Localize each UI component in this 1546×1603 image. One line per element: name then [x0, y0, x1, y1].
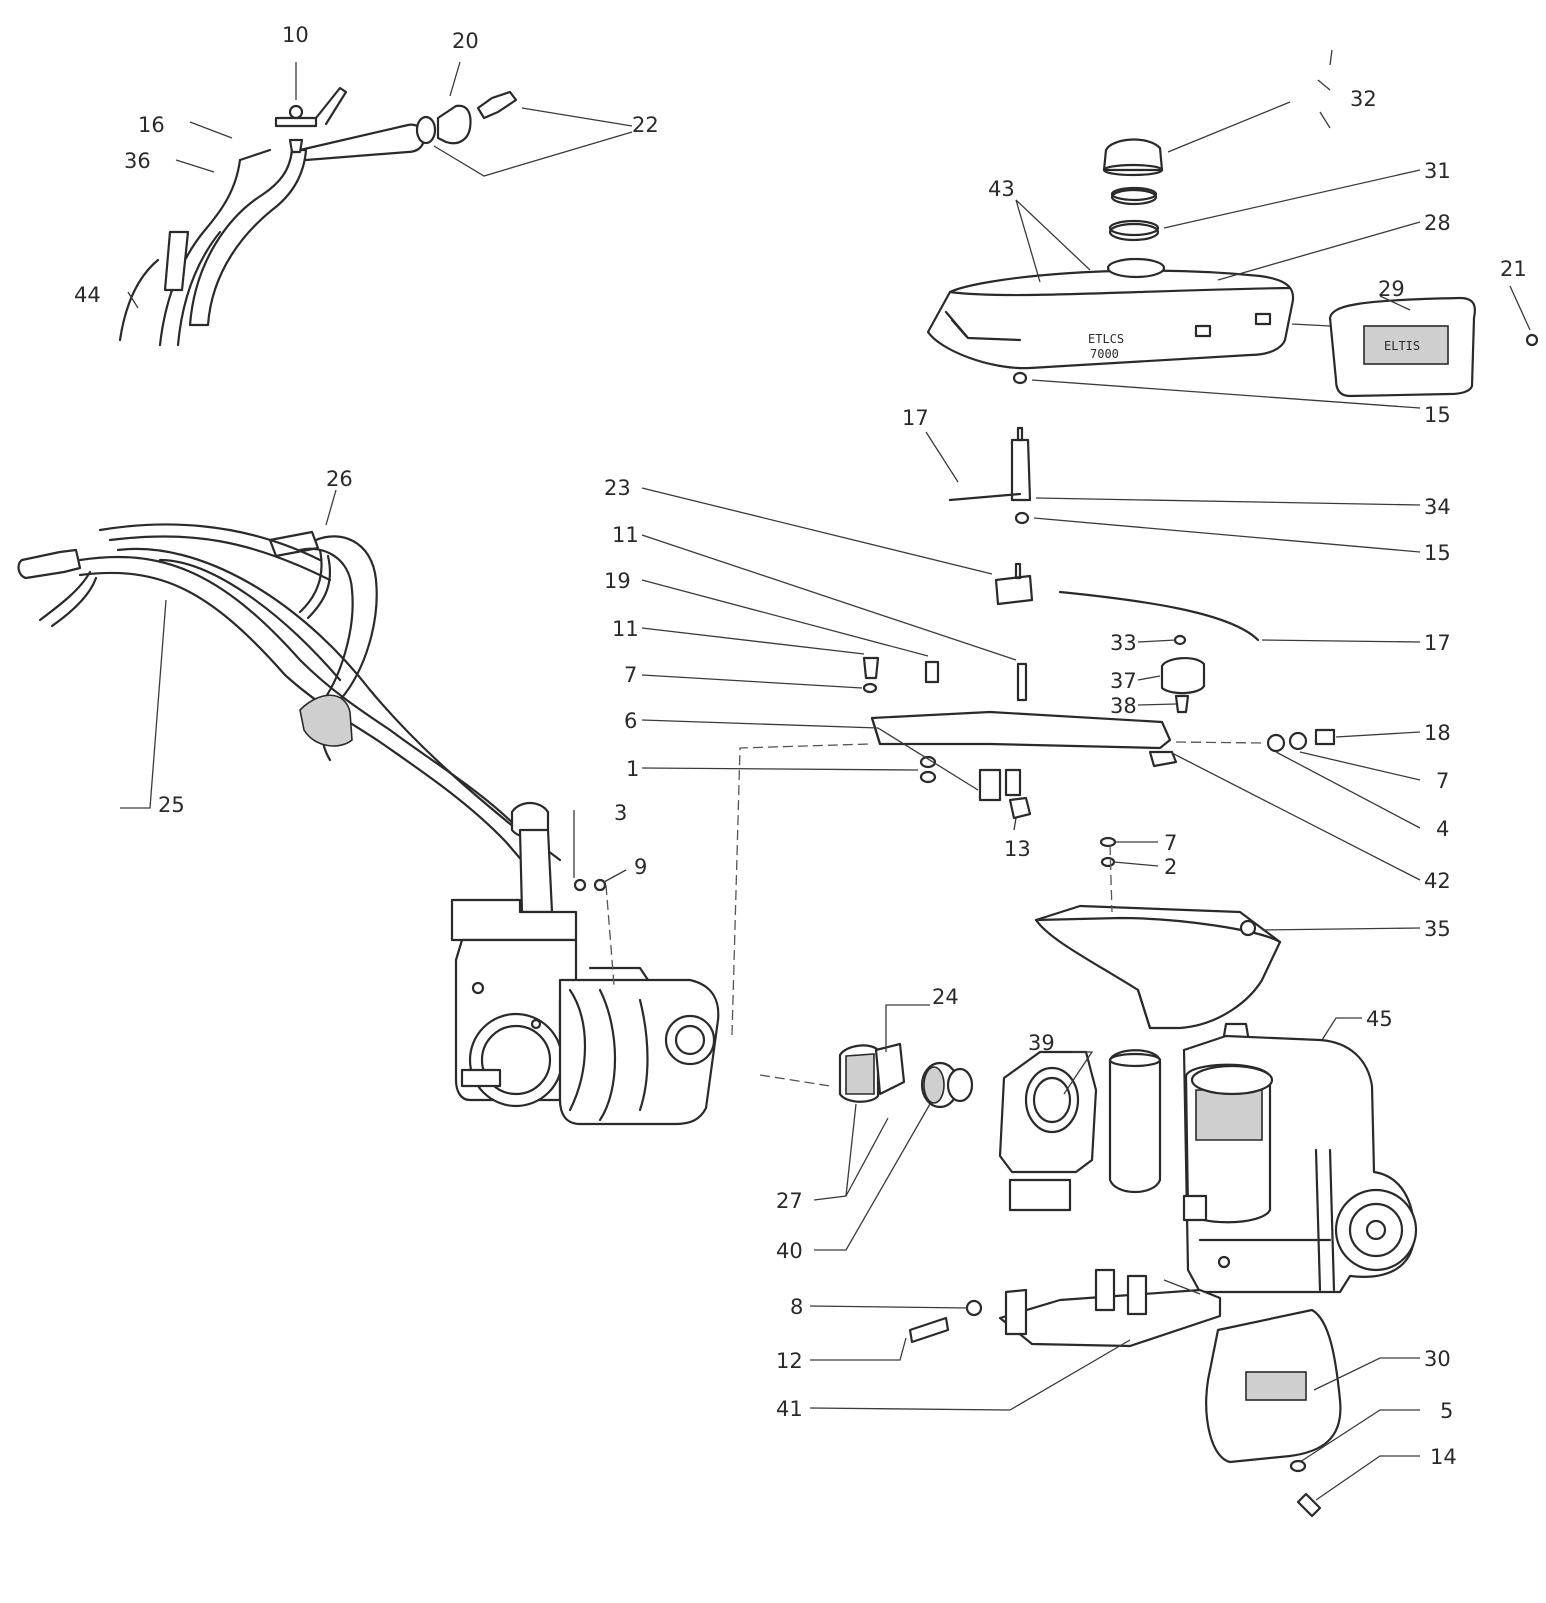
callout-4: 4 — [1436, 817, 1449, 841]
frame-bracket — [573, 634, 1336, 892]
callout-9: 9 — [634, 855, 647, 879]
callout-24: 24 — [932, 985, 959, 1009]
callout-32: 32 — [1350, 87, 1377, 111]
engine-tray — [1034, 904, 1282, 1030]
callout-7c: 7 — [1164, 831, 1177, 855]
callout-20: 20 — [452, 29, 479, 53]
callout-15b: 15 — [1424, 541, 1451, 565]
callout-18: 18 — [1424, 721, 1451, 745]
callout-42: 42 — [1424, 869, 1451, 893]
callout-2: 2 — [1164, 855, 1177, 879]
callout-10: 10 — [282, 23, 309, 47]
engine-mount-shield — [908, 1268, 1342, 1518]
callout-45: 45 — [1366, 1007, 1393, 1031]
callout-1: 1 — [626, 757, 639, 781]
callout-7a: 7 — [624, 663, 637, 687]
callout-8: 8 — [790, 1295, 803, 1319]
callout-44: 44 — [74, 283, 101, 307]
callout-17a: 17 — [902, 406, 929, 430]
callout-19: 19 — [604, 569, 631, 593]
callout-17b: 17 — [1424, 631, 1451, 655]
callout-15a: 15 — [1424, 403, 1451, 427]
callout-11a: 11 — [612, 523, 639, 547]
callout-25: 25 — [158, 793, 185, 817]
callout-14: 14 — [1430, 1445, 1457, 1469]
callout-36: 36 — [124, 149, 151, 173]
callout-40: 40 — [776, 1239, 803, 1263]
callout-33: 33 — [1110, 631, 1137, 655]
callout-3: 3 — [614, 801, 627, 825]
callout-26: 26 — [326, 467, 353, 491]
tiller-handlebars — [17, 523, 562, 914]
callout-35: 35 — [1424, 917, 1451, 941]
callout-27: 27 — [776, 1189, 803, 1213]
callout-7b: 7 — [1436, 769, 1449, 793]
callout-37: 37 — [1110, 669, 1137, 693]
hood-badge-line1: ETLCS — [1088, 332, 1124, 346]
callout-29: 29 — [1378, 277, 1405, 301]
leader-lines — [120, 49, 1531, 1501]
assembly-guides — [605, 741, 1263, 1087]
coupling-parts — [838, 1042, 1098, 1212]
callout-38: 38 — [1110, 694, 1137, 718]
hood-badge-line2: 7000 — [1090, 347, 1119, 361]
callout-31: 31 — [1424, 159, 1451, 183]
callout-6: 6 — [624, 709, 637, 733]
callout-13: 13 — [1004, 837, 1031, 861]
gearbox — [450, 898, 720, 1126]
callout-41: 41 — [776, 1397, 803, 1421]
callout-39: 39 — [1028, 1031, 1055, 1055]
callout-5: 5 — [1440, 1399, 1453, 1423]
callout-22: 22 — [632, 113, 659, 137]
engine — [1108, 1022, 1418, 1294]
callout-34: 34 — [1424, 495, 1451, 519]
nameplate-text: ELTIS — [1384, 339, 1420, 353]
callout-30: 30 — [1424, 1347, 1451, 1371]
callout-43: 43 — [988, 177, 1015, 201]
callout-labels: 10 20 22 16 36 44 32 31 28 43 21 29 15 1… — [74, 23, 1527, 1469]
callout-11b: 11 — [612, 617, 639, 641]
hood-assembly: ETLCS 7000 ELTIS — [926, 138, 1539, 642]
callout-28: 28 — [1424, 211, 1451, 235]
callout-23: 23 — [604, 476, 631, 500]
callout-12: 12 — [776, 1349, 803, 1373]
callout-21: 21 — [1500, 257, 1527, 281]
callout-16: 16 — [138, 113, 165, 137]
handle-bar-detail — [118, 86, 518, 347]
